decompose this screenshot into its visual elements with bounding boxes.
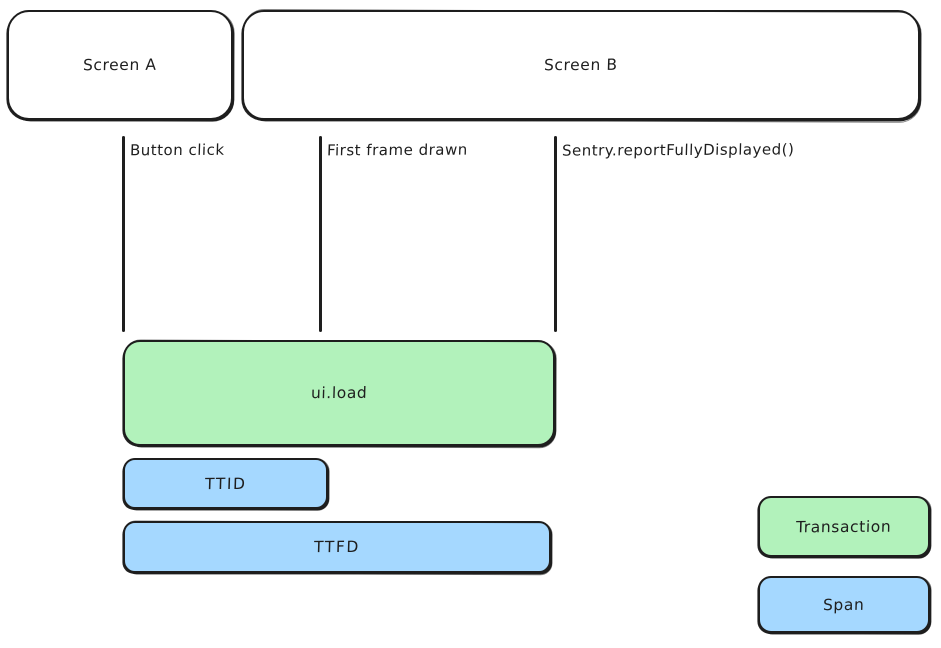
marker-label-first-frame-drawn: First frame drawn: [326, 140, 469, 160]
screen-a-box[interactable]: Screen A: [7, 10, 233, 120]
screen-b-box[interactable]: Screen B: [242, 10, 920, 120]
marker-rule-first-frame-drawn: [319, 136, 322, 332]
bar-ui-load-label: ui.load: [310, 383, 368, 403]
screen-a-label: Screen A: [82, 55, 158, 75]
legend-item-transaction[interactable]: Transaction: [758, 496, 930, 557]
bar-ui-load[interactable]: ui.load: [123, 340, 555, 446]
marker-rule-button-click: [122, 136, 125, 332]
marker-rule-report-fully-displayed: [554, 136, 557, 332]
legend-item-span[interactable]: Span: [758, 576, 930, 633]
legend-transaction-label: Transaction: [796, 517, 892, 536]
bar-ttfd-label: TTFD: [313, 537, 361, 557]
bar-ttfd[interactable]: TTFD: [123, 521, 551, 573]
legend-span-label: Span: [823, 595, 865, 614]
marker-label-report-fully-displayed: Sentry.reportFullyDisplayed(): [561, 140, 795, 160]
bar-ttid[interactable]: TTID: [123, 458, 328, 509]
marker-label-button-click: Button click: [129, 140, 225, 160]
screen-b-label: Screen B: [543, 55, 619, 75]
bar-ttid-label: TTID: [204, 474, 247, 493]
